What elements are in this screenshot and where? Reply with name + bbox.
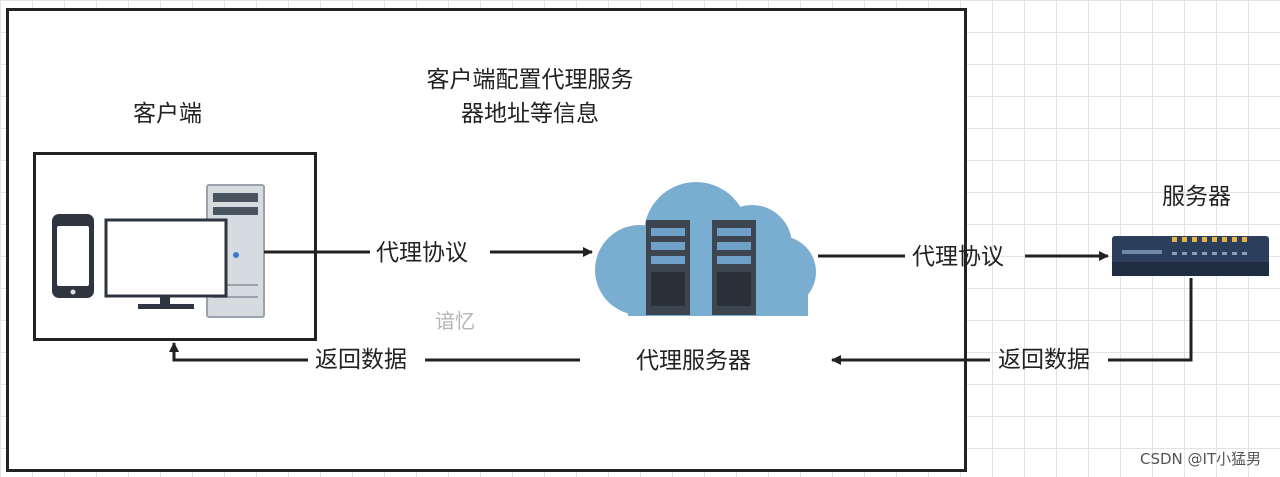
server-rack-left	[646, 220, 690, 315]
proxy-protocol-label-left: 代理协议	[376, 240, 468, 266]
return-left-line-b	[169, 342, 308, 362]
cloud-servers-icon	[595, 182, 816, 316]
proxy-protocol-label-right: 代理协议	[912, 244, 1004, 270]
server-rack-right	[712, 220, 756, 315]
return-data-label-left: 返回数据	[315, 347, 407, 373]
watermark-corner: CSDN @IT小猛男	[1140, 450, 1262, 468]
client-label: 客户端	[133, 101, 202, 127]
network-switch-icon	[1112, 236, 1269, 276]
config-note-line1: 客户端配置代理服务	[426, 67, 634, 93]
proxy-server-label: 代理服务器	[636, 348, 751, 374]
return-data-label-right: 返回数据	[998, 347, 1090, 373]
monitor-icon	[104, 218, 228, 309]
return-right-line-a	[1108, 278, 1193, 362]
server-label: 服务器	[1162, 184, 1231, 210]
phone-icon	[52, 214, 94, 298]
config-note: 客户端配置代理服务 器地址等信息	[405, 63, 655, 131]
config-note-line2: 器地址等信息	[461, 101, 599, 127]
watermark-center: 谙忆	[435, 309, 475, 333]
